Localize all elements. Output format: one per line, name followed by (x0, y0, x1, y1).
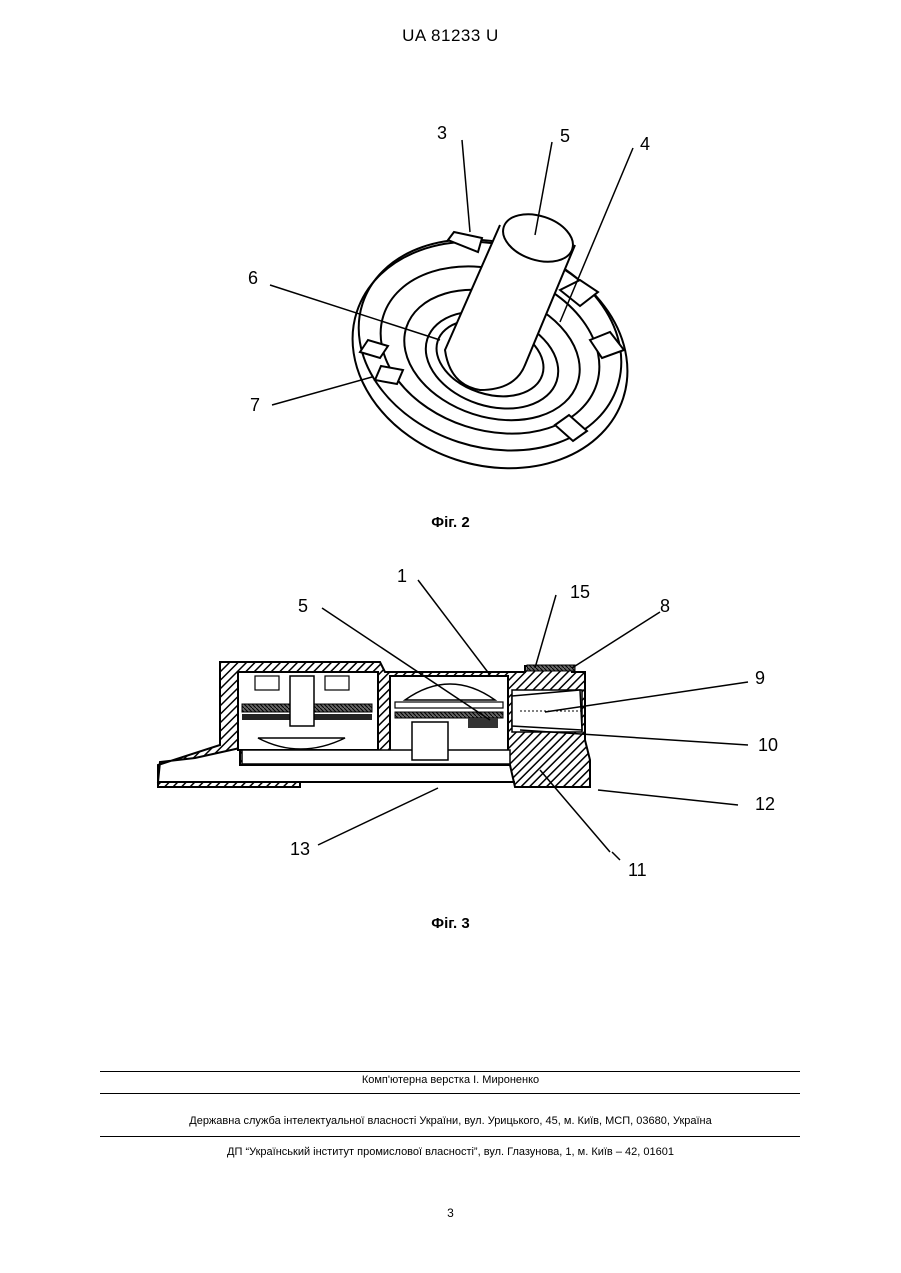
footer-institute: ДП “Український інститут промислової вла… (0, 1146, 901, 1158)
fig3-label-12: 12 (755, 794, 775, 815)
footer-agency: Державна служба інтелектуальної власност… (0, 1115, 901, 1127)
footer-rule-middle (100, 1093, 800, 1094)
fig3-label-9: 9 (755, 668, 765, 689)
footer-typesetting: Комп'ютерна верстка І. Мироненко (0, 1074, 901, 1086)
fig2-label-5: 5 (560, 126, 570, 147)
fig3-label-1: 1 (397, 566, 407, 587)
fig2-label-7: 7 (250, 395, 260, 416)
figure-2-caption: Фiг. 2 (0, 514, 901, 531)
fig2-label-6: 6 (248, 268, 258, 289)
figure-3-caption: Фiг. 3 (0, 915, 901, 932)
page-number: 3 (0, 1206, 901, 1220)
figure-2-drawing (270, 140, 657, 503)
fig3-label-10: 10 (758, 735, 778, 756)
fig3-label-5: 5 (298, 596, 308, 617)
footer-rule-top (100, 1071, 800, 1072)
fig2-label-3: 3 (437, 123, 447, 144)
footer-rule-bottom (100, 1136, 800, 1137)
fig3-label-13: 13 (290, 839, 310, 860)
fig2-label-4: 4 (640, 134, 650, 155)
fig3-label-15: 15 (570, 582, 590, 603)
fig3-label-8: 8 (660, 596, 670, 617)
figure-3-drawing (158, 580, 748, 860)
fig3-label-11: 11 (628, 860, 647, 881)
